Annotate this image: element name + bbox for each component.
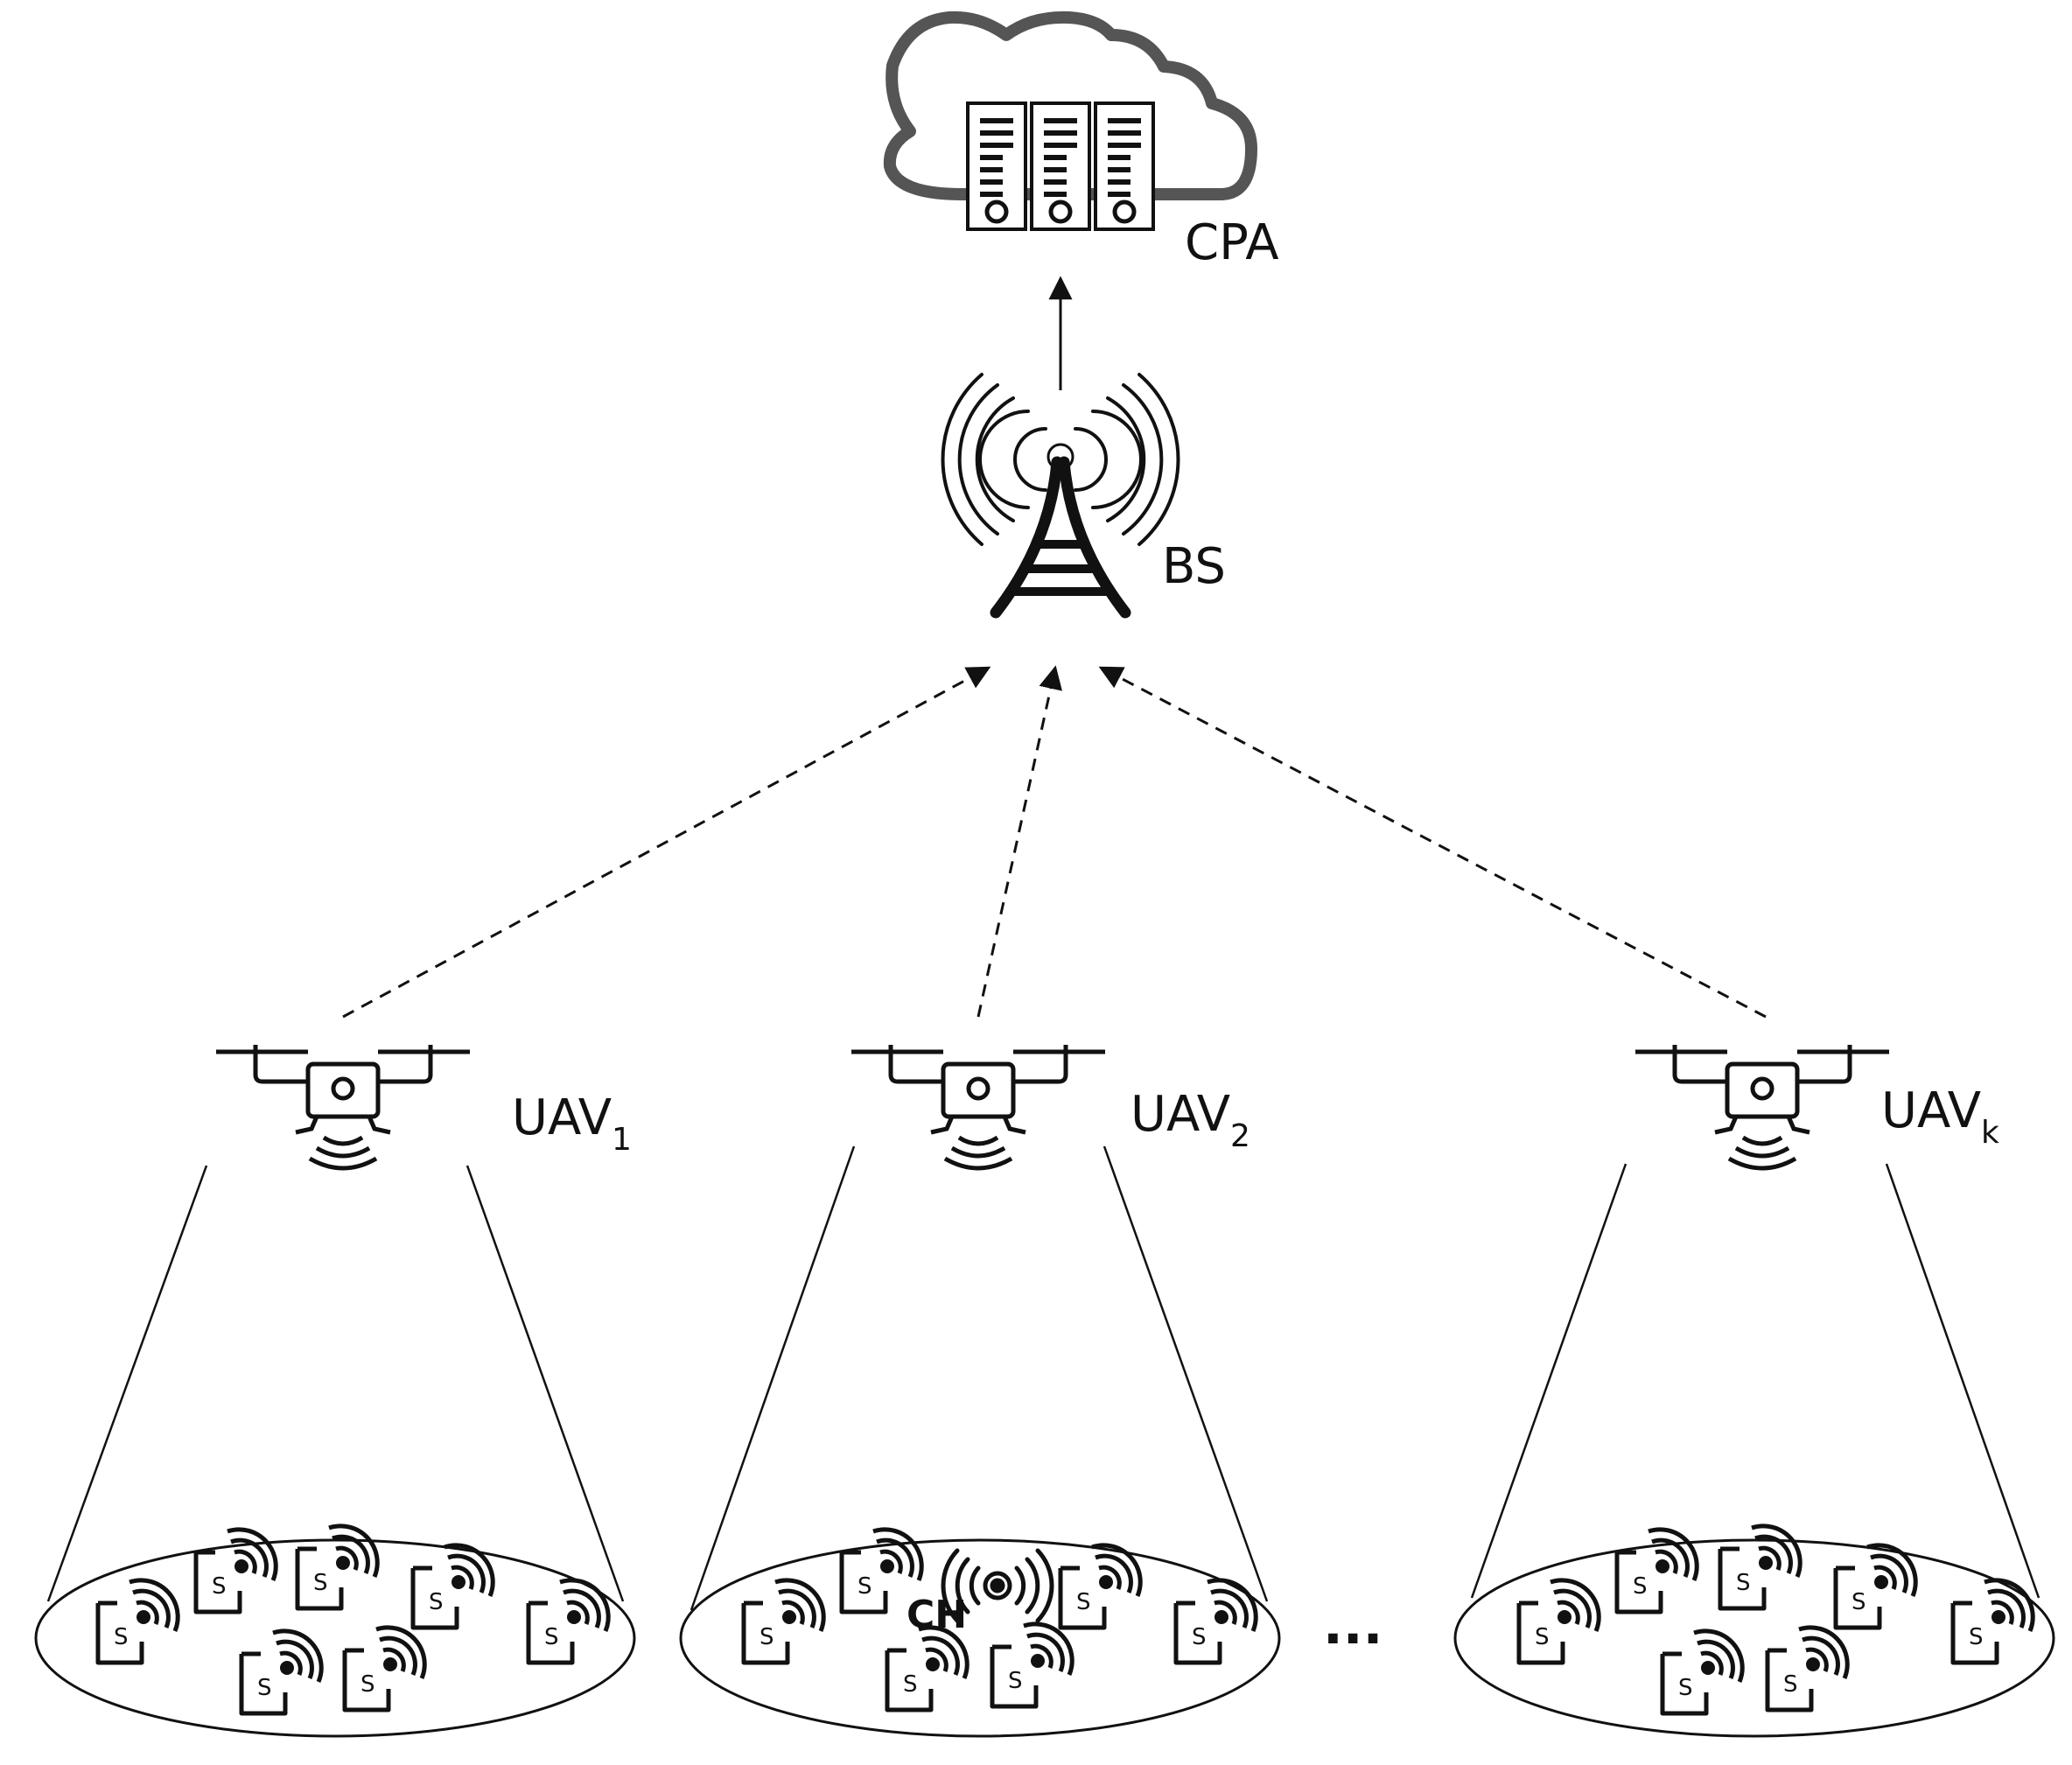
sensor-node-icon: S — [1720, 1526, 1800, 1608]
svg-text:S: S — [858, 1573, 872, 1600]
svg-text:S: S — [257, 1675, 272, 1701]
svg-text:S: S — [1535, 1624, 1550, 1650]
uav-k-coverage-cone — [1470, 1163, 2040, 1599]
server-rack-icon — [968, 103, 1153, 229]
svg-text:S: S — [1633, 1573, 1648, 1600]
sensor-node-icon: S — [298, 1526, 377, 1608]
uav-1-drone-icon — [216, 1045, 470, 1168]
sensor-node-icon: S — [1953, 1580, 2033, 1663]
sensor-node-icon: S — [744, 1580, 823, 1663]
svg-text:S: S — [1192, 1624, 1207, 1650]
sensor-node-icon: S — [887, 1628, 967, 1710]
cluster-2-area — [679, 1538, 1281, 1738]
sensor-node-icon: S — [345, 1628, 424, 1710]
svg-text:S: S — [1736, 1570, 1751, 1596]
sensor-node-icon: S — [1768, 1628, 1847, 1710]
cluster-head-broadcast-icon — [941, 1548, 1054, 1623]
sensor-node-icon: S — [242, 1631, 321, 1713]
uav-k-drone-icon — [1635, 1045, 1889, 1168]
sensor-node-icon: S — [1519, 1580, 1599, 1663]
svg-text:S: S — [903, 1671, 918, 1698]
uav2-to-bs-link — [976, 665, 1062, 1018]
uav1-to-bs-link — [342, 666, 991, 1019]
cpa-label: CPA — [1185, 214, 1279, 271]
sensor-node-icon: S — [1176, 1580, 1256, 1663]
sensor-node-icon: S — [992, 1624, 1072, 1706]
svg-text:S: S — [114, 1624, 129, 1650]
svg-text:S: S — [1076, 1589, 1091, 1615]
uav-1-coverage-cone — [46, 1165, 625, 1602]
base-station-tower-icon — [941, 373, 1180, 619]
sensor-node-icon: S — [528, 1580, 608, 1663]
uav-k-label: UAVk — [1881, 1082, 1999, 1151]
sensor-node-icon: S — [1662, 1631, 1742, 1713]
svg-text:S: S — [212, 1573, 227, 1600]
svg-text:S: S — [1852, 1589, 1866, 1615]
svg-text:S: S — [360, 1671, 375, 1698]
svg-text:S: S — [544, 1624, 559, 1650]
cluster-k-area — [1453, 1538, 2055, 1738]
uav-1-label: UAV1 — [512, 1089, 632, 1158]
svg-text:S: S — [1678, 1675, 1693, 1701]
cluster-1-area — [34, 1538, 636, 1738]
uav-2-label: UAV2 — [1130, 1086, 1250, 1154]
cluster-head-label: CH — [906, 1593, 967, 1637]
svg-text:S: S — [429, 1589, 444, 1615]
sensor-node-icon: S — [196, 1530, 276, 1612]
sensor-node-icon: S — [842, 1530, 921, 1612]
sensor-node-icon: S — [98, 1580, 178, 1663]
sensor-node-icon: S — [1617, 1530, 1697, 1612]
uavk-to-bs-link — [1098, 666, 1767, 1019]
sensor-node-icon: S — [1836, 1545, 1915, 1628]
bs-label: BS — [1162, 538, 1226, 595]
uav-2-coverage-cone — [690, 1145, 1269, 1611]
more-clusters-ellipsis: ... — [1323, 1595, 1382, 1656]
uav-2-drone-icon — [851, 1045, 1105, 1168]
svg-text:S: S — [313, 1570, 328, 1596]
svg-text:S: S — [1969, 1624, 1984, 1650]
sensor-node-icon: S — [413, 1545, 493, 1628]
sensor-node-icon: S — [1060, 1545, 1140, 1628]
svg-text:S: S — [1008, 1668, 1023, 1694]
svg-text:S: S — [1783, 1671, 1798, 1698]
svg-text:S: S — [760, 1624, 774, 1650]
